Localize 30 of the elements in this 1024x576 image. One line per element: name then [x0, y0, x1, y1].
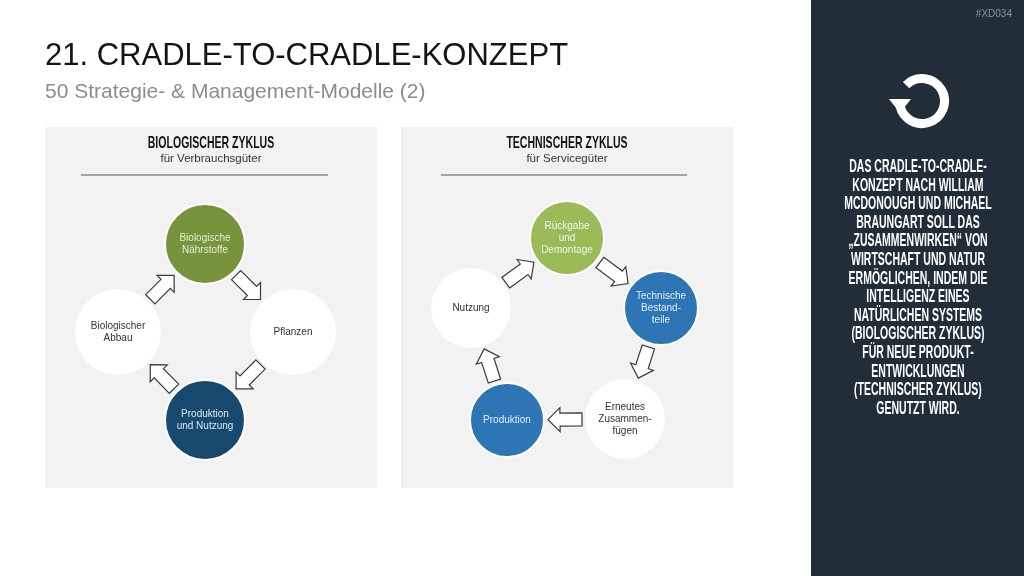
panel-heading: BIOLOGISCHER ZYKLUS: [147, 134, 275, 152]
stage-label: Technische Bestand-teile: [635, 290, 687, 326]
cycle-panel: [401, 127, 733, 488]
info-sidebar: [811, 0, 1024, 576]
block-arrow: [230, 269, 262, 301]
block-arrow: [144, 274, 175, 305]
stage-label: Nutzung: [451, 302, 491, 314]
cycle-panel: [45, 127, 377, 488]
block-arrow: [547, 406, 583, 434]
panel-subheading: für Servicegüter: [526, 151, 608, 165]
stage-label: Produktion und Nutzung: [175, 408, 235, 432]
block-arrow: [475, 348, 502, 384]
block-arrow: [235, 359, 266, 390]
stage-label: Biologische Nährstoffe: [178, 232, 232, 256]
stage-label: Pflanzen: [272, 326, 314, 338]
description-text: DAS CRADLE-TO-CRADLE-KONZEPT NACH WILLIAM MCDONOUGH UND MICHAEL BRAUNGART SOLL DAS „ZUSAMMENWIRKEN“ VON WIRTSCHAFT UND NATUR ERMÖGLICHEN, INDEM DIE INTELLIGENZ EINES NATÜRLICHEN SYSTEMS (BIOLOGISCHER ZYKLUS) FÜR NEUE PRODUKT-ENTWICKLUNGEN (TECHNISCHER ZYKLUS) GENUTZT WIRD.: [842, 157, 993, 418]
stage-circle: [529, 200, 605, 276]
slide-title: 21. CRADLE-TO-CRADLE-KONZEPT: [45, 36, 569, 73]
stage-label: Rückgabe und Demontage: [540, 220, 594, 256]
slide-subtitle: 50 Strategie- & Management-Modelle (2): [45, 79, 426, 103]
stage-label: Erneutes Zusammen-fügen: [597, 401, 653, 437]
stage-label: Produktion: [482, 414, 532, 426]
block-arrow: [149, 364, 180, 395]
slide-code: #XD034: [975, 8, 1012, 20]
block-arrow: [629, 344, 656, 379]
panel-subheading: für Verbrauchsgüter: [160, 151, 262, 165]
block-arrow: [501, 258, 535, 289]
stage-label: Biologischer Abbau: [89, 320, 147, 344]
panel-heading: TECHNISCHER ZYKLUS: [506, 134, 628, 152]
block-arrow: [595, 256, 629, 287]
